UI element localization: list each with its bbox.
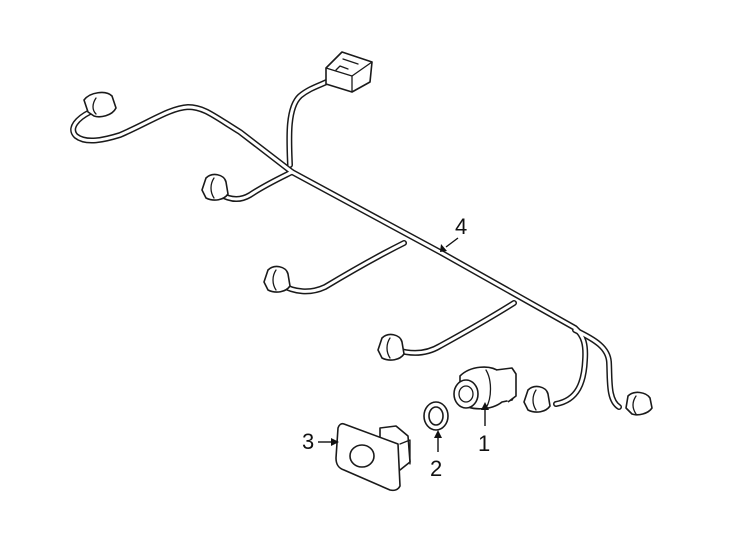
callout-3-label: 3	[302, 429, 314, 454]
branch-plug	[377, 333, 405, 361]
callout-3: 3	[302, 429, 339, 454]
harness-outline	[70, 73, 622, 410]
callout-2: 2	[430, 430, 442, 481]
parking-sensor	[453, 366, 517, 410]
callout-1: 1	[478, 402, 490, 456]
harness-inner	[71, 74, 621, 409]
branch-plug	[201, 173, 229, 201]
callout-1-label: 1	[478, 431, 490, 456]
branch-plug	[523, 385, 551, 413]
branch-plug	[83, 91, 117, 118]
sensor-bracket	[335, 422, 411, 492]
retaining-ring	[423, 401, 449, 431]
branch-plug	[625, 391, 653, 416]
main-connector	[325, 51, 373, 93]
wiring-harness	[70, 51, 653, 416]
branch-plug	[263, 265, 291, 293]
callout-4-label: 4	[455, 214, 467, 239]
callout-4: 4	[440, 214, 467, 252]
callout-2-label: 2	[430, 456, 442, 481]
